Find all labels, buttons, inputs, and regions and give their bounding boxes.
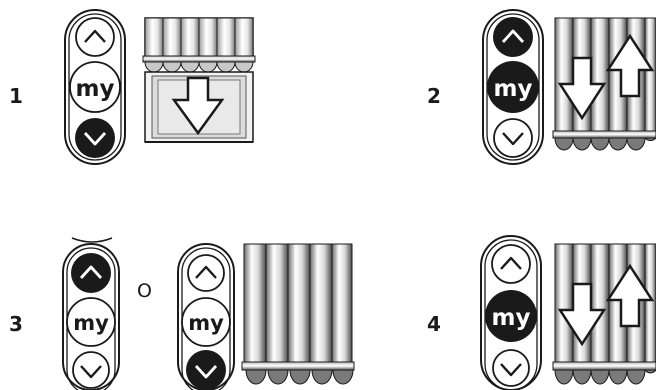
step-4-awning <box>552 243 656 385</box>
step-3-remote-b: my <box>177 243 235 390</box>
step-3-number: 3 <box>9 312 23 336</box>
my-button[interactable]: my <box>181 297 231 347</box>
down-button[interactable] <box>492 349 530 387</box>
down-button[interactable] <box>72 351 110 389</box>
arrow-up-icon <box>605 33 655 98</box>
step-1-number: 1 <box>9 84 23 108</box>
up-button-pressed[interactable] <box>71 253 111 293</box>
arrow-down-icon <box>171 76 225 136</box>
up-button[interactable] <box>491 244 531 284</box>
step-2-awning <box>552 17 656 151</box>
down-button[interactable] <box>493 118 533 158</box>
step-3-awning <box>241 243 355 385</box>
my-button[interactable]: my <box>66 297 116 347</box>
chevron-up-icon <box>500 256 522 270</box>
step-4-remote: my <box>480 235 542 390</box>
my-button-label: my <box>73 311 109 335</box>
down-button-pressed[interactable] <box>186 350 226 390</box>
chevron-down-icon <box>83 132 107 146</box>
step-4-number: 4 <box>427 312 441 336</box>
up-button[interactable] <box>75 17 115 57</box>
my-button-pressed[interactable]: my <box>485 290 537 342</box>
chevron-up-icon <box>195 265 217 279</box>
my-button-label: my <box>76 76 115 102</box>
down-button-pressed[interactable] <box>75 118 115 158</box>
arrow-up-icon <box>605 263 655 328</box>
my-button[interactable]: my <box>69 61 121 113</box>
step-1-remote: my <box>64 9 126 165</box>
my-button-label: my <box>494 76 533 102</box>
chevron-down-icon <box>500 363 522 377</box>
step-3-conjunction: O <box>137 280 152 302</box>
step-2-remote: my <box>482 9 544 165</box>
my-button-label: my <box>188 311 224 335</box>
chevron-up-icon <box>501 29 525 43</box>
step-2-number: 2 <box>427 84 441 108</box>
chevron-down-icon <box>80 365 102 379</box>
arrow-down-icon <box>557 282 607 347</box>
my-button-pressed[interactable]: my <box>487 61 539 113</box>
arrow-down-icon <box>557 56 607 121</box>
step-3-remote-a: my <box>62 237 120 390</box>
up-button-pressed[interactable] <box>493 17 533 57</box>
chevron-down-icon <box>194 365 218 379</box>
chevron-up-icon <box>84 29 106 43</box>
chevron-up-icon <box>79 265 103 279</box>
step-1-awning <box>142 17 256 143</box>
my-button-label: my <box>492 305 531 331</box>
chevron-down-icon <box>502 132 524 146</box>
up-button[interactable] <box>187 254 225 292</box>
